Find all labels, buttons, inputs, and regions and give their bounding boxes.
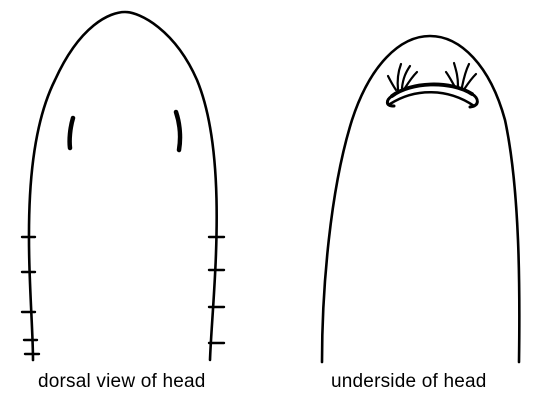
upper-lip <box>392 84 472 96</box>
dorsal-head-drawing <box>22 12 224 360</box>
mouth-disc <box>387 84 477 107</box>
dorsal-head-outline <box>29 12 217 360</box>
underside-head-drawing <box>322 36 519 362</box>
dorsal-view-caption: dorsal view of head <box>38 370 206 394</box>
left-eye-mark <box>70 118 73 148</box>
underside-view-caption: underside of head <box>331 370 487 394</box>
lower-lip <box>390 92 474 106</box>
right-eye-mark <box>176 112 180 150</box>
